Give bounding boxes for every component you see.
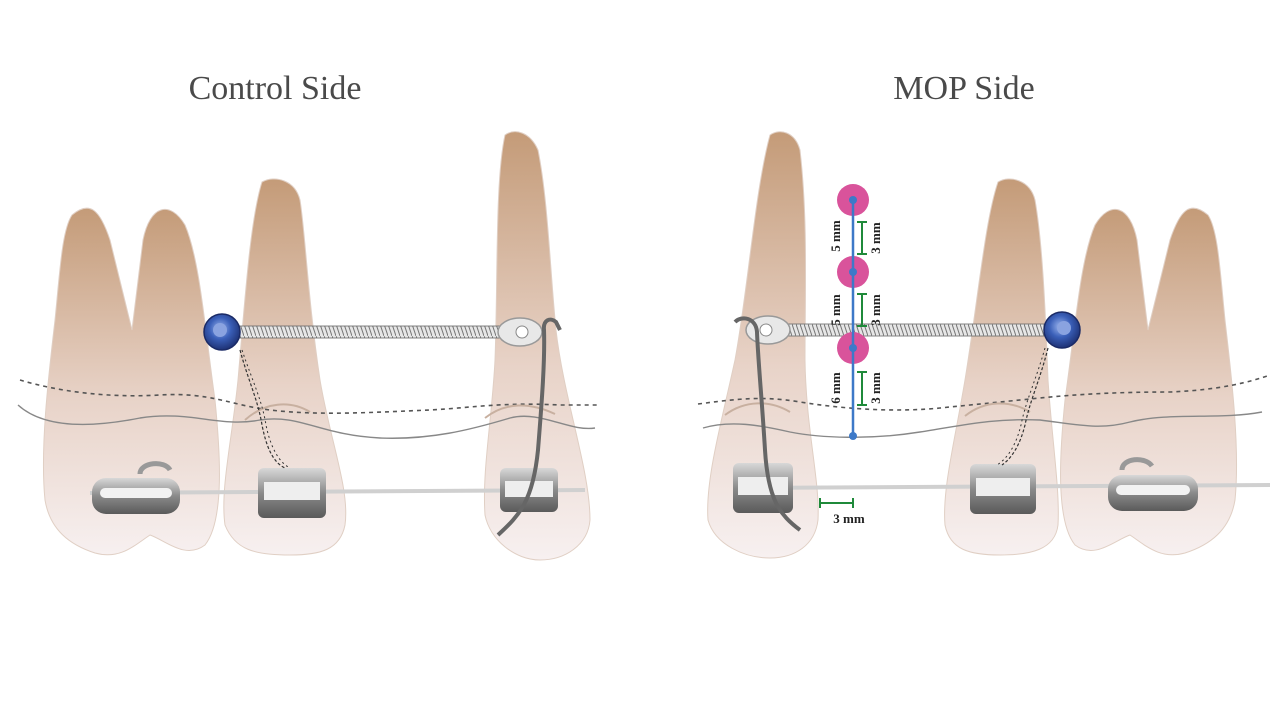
gum-line-2 (244, 403, 311, 421)
molar-tooth (1060, 207, 1238, 556)
molar-tooth (42, 207, 220, 556)
label-5mm-b: 5 mm (828, 294, 843, 326)
molar-tube (1108, 457, 1198, 511)
bone-line-dashed (697, 374, 1271, 411)
control-side-panel (17, 131, 600, 561)
ligature-wire (1001, 347, 1049, 466)
premolar-bracket (970, 464, 1036, 514)
label-3mm-a: 3 mm (868, 222, 883, 254)
label-3mm-horizontal: 3 mm (833, 511, 865, 526)
ligature-wire (239, 349, 286, 469)
molar-tube (92, 461, 180, 514)
mop-side-panel: 5 mm 3 mm 5 mm 3 mm 6 mm 3 mm 3 mm (697, 131, 1271, 559)
label-3mm-b: 3 mm (868, 294, 883, 326)
gum-line-3 (724, 402, 791, 416)
gum-line (17, 404, 596, 439)
perforation-depth-bracket-2 (857, 293, 867, 327)
canine-bracket (733, 463, 793, 513)
premolar-tooth (944, 178, 1059, 556)
perforation-depth-bracket-1 (857, 221, 867, 255)
gum-line (702, 411, 1263, 438)
label-5mm-a: 5 mm (828, 220, 843, 252)
canine-tooth (483, 131, 591, 561)
bone-line-dashed (19, 379, 600, 414)
canine-tooth (707, 131, 819, 559)
gum-line-2 (964, 402, 1031, 417)
nickel-titanium-coil-spring (231, 325, 508, 339)
micro-osteoperforations: 5 mm 3 mm 5 mm 3 mm 6 mm 3 mm 3 mm (819, 184, 883, 526)
power-arm-hook (733, 316, 802, 532)
nickel-titanium-coil-spring (787, 323, 1045, 337)
gum-line-3 (484, 404, 556, 419)
power-arm-hook (496, 317, 562, 537)
label-3mm-c: 3 mm (868, 372, 883, 404)
control-side-title: Control Side (188, 70, 362, 107)
perforation-depth-bracket-3 (857, 371, 867, 406)
mop-side-title: MOP Side (893, 70, 1035, 107)
label-6mm: 6 mm (828, 372, 843, 404)
horizontal-distance-bracket (819, 498, 854, 508)
premolar-bracket (258, 468, 326, 518)
premolar-tooth (223, 178, 347, 556)
